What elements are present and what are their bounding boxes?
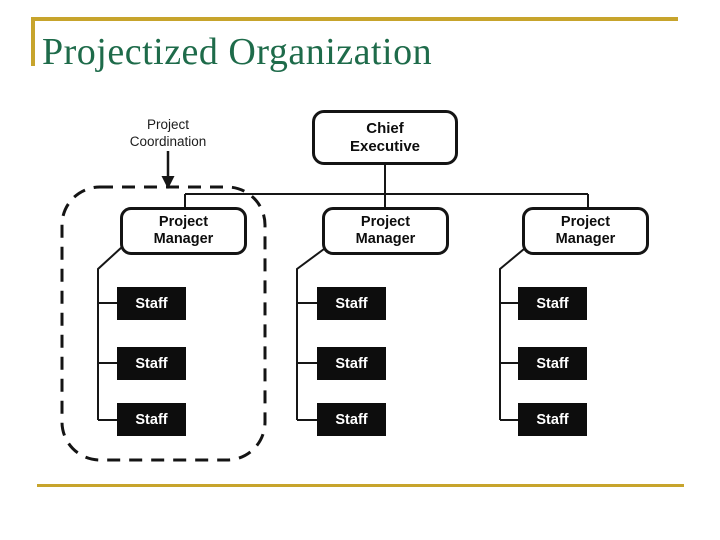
- staff-box-3-2: Staff: [518, 347, 587, 380]
- left-staff-connector: [97, 246, 123, 421]
- staff-box-2-2: Staff: [317, 347, 386, 380]
- bottom-accent-rule: [37, 484, 684, 487]
- staff-box-3-1: Staff: [518, 287, 587, 320]
- top-accent-rule: [32, 17, 678, 21]
- project-manager-2-line1: Project: [360, 214, 411, 230]
- staff-box-1-3: Staff: [117, 403, 186, 436]
- project-coordination-label: Project Coordination: [104, 116, 232, 150]
- dashed-project-boundary: [60, 185, 267, 462]
- staff-box-1-1: Staff: [117, 287, 186, 320]
- project-coordination-line1: Project: [146, 117, 190, 132]
- staff-box-3-3: Staff: [518, 403, 587, 436]
- right-staff-connector: [499, 248, 525, 421]
- project-manager-box-2: Project Manager: [322, 207, 449, 255]
- chief-executive-box: Chief Executive: [312, 110, 458, 165]
- chief-executive-line1: Chief: [366, 119, 404, 137]
- coordination-arrowhead: [161, 176, 175, 189]
- slide-title: Projectized Organization: [42, 31, 433, 73]
- project-manager-box-3: Project Manager: [522, 207, 649, 255]
- chief-executive-line2: Executive: [349, 137, 421, 155]
- project-manager-1-line2: Manager: [153, 231, 214, 247]
- trunk-connector: [184, 165, 589, 209]
- project-manager-3-line1: Project: [560, 214, 611, 230]
- title-accent-bar: [31, 17, 35, 66]
- project-manager-box-1: Project Manager: [120, 207, 247, 255]
- project-manager-3-line2: Manager: [555, 231, 616, 247]
- staff-box-2-3: Staff: [317, 403, 386, 436]
- project-coordination-line2: Coordination: [129, 134, 207, 149]
- project-manager-1-line1: Project: [158, 214, 209, 230]
- middle-staff-connector: [296, 248, 325, 421]
- project-manager-2-line2: Manager: [355, 231, 416, 247]
- staff-box-1-2: Staff: [117, 347, 186, 380]
- staff-box-2-1: Staff: [317, 287, 386, 320]
